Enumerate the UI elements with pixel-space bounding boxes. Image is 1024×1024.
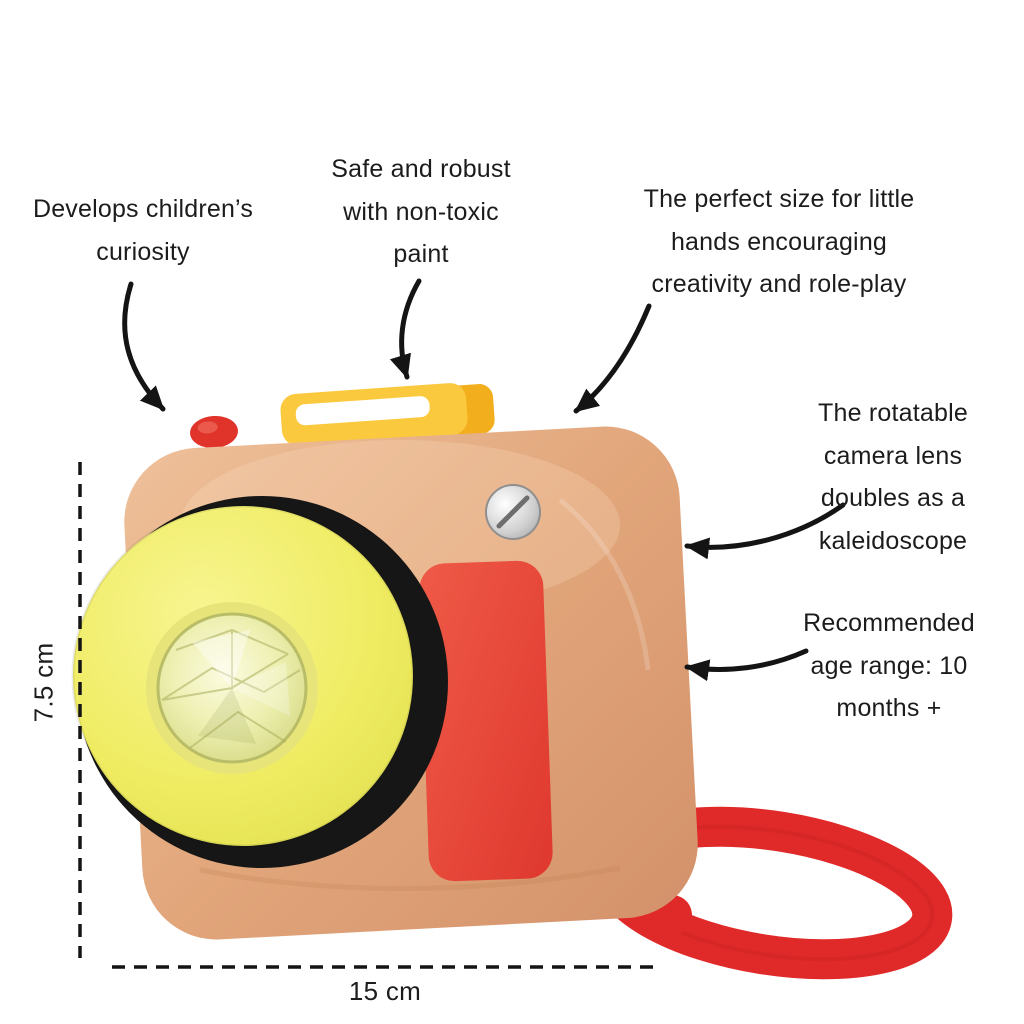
annotation-line: creativity and role-play <box>651 270 907 298</box>
height-dimension-label: 7.5 cm <box>28 642 59 723</box>
viewfinder <box>280 383 495 446</box>
lens-kaleidoscope <box>71 496 448 868</box>
annotation-line: months + <box>836 694 942 722</box>
annotation-safe-paint: Safe and robust with non-toxic paint <box>271 148 571 276</box>
annotation-line: age range: 10 <box>810 651 968 680</box>
arrow-safe-paint <box>389 278 422 380</box>
annotation-perfect-size: The perfect size for little hands encour… <box>609 178 949 306</box>
arrow-curiosity <box>122 281 166 412</box>
annotation-line: Safe and robust <box>331 155 511 183</box>
annotation-line: camera lens <box>823 441 963 470</box>
crystal-facets <box>161 628 301 749</box>
front-panel <box>419 560 553 882</box>
annotation-line: Develops children’s <box>32 195 254 223</box>
callout-arrows <box>122 278 846 682</box>
annotation-line: doubles as a <box>820 484 966 512</box>
dimension-lines <box>78 462 658 969</box>
annotation-line: curiosity <box>96 237 190 266</box>
annotation-line: kaleidoscope <box>818 526 968 555</box>
shutter-button <box>190 415 238 449</box>
annotation-line: Recommended <box>803 609 975 637</box>
annotation-line: with non-toxic <box>343 197 499 226</box>
annotation-line: paint <box>393 240 449 268</box>
arrow-age-range <box>684 648 809 682</box>
annotation-rotatable-lens: The rotatable camera lens doubles as a k… <box>743 392 1024 562</box>
arrow-perfect-size <box>573 303 652 414</box>
annotation-line: The perfect size for little <box>643 185 915 213</box>
annotation-age-range: Recommended age range: 10 months + <box>739 602 1024 730</box>
annotation-line: hands encouraging <box>670 227 888 256</box>
arrow-rotatable-lens <box>684 502 846 560</box>
annotation-curiosity: Develops children’s curiosity <box>0 188 293 273</box>
annotation-line: The rotatable <box>818 399 968 427</box>
screw <box>485 484 541 540</box>
width-dimension-label: 15 cm <box>348 976 422 1006</box>
